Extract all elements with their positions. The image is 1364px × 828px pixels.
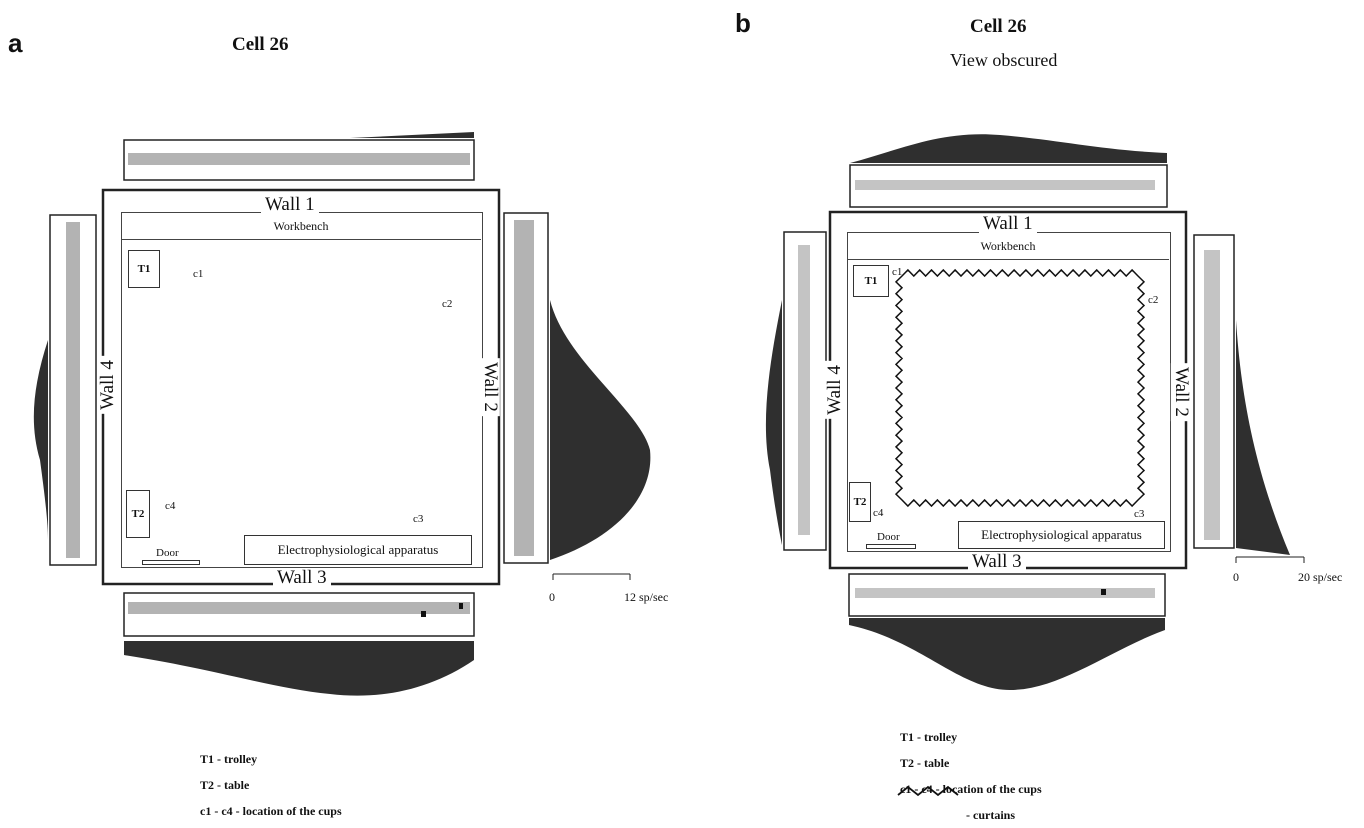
- panel-b-raster-wall2: [1193, 234, 1235, 549]
- panel-b-raster-marks-wall2: [1204, 250, 1220, 540]
- panel-b-room-floor: [847, 232, 1171, 552]
- panel-a-cup-c3: c3: [413, 513, 424, 525]
- legend-item: - curtains: [966, 808, 1015, 822]
- panel-a-letter: a: [8, 28, 23, 58]
- panel-b-density-wall4: [765, 300, 782, 545]
- panel-b-cup-c3: c3: [1134, 508, 1145, 520]
- panel-b-raster-wall3: [848, 573, 1166, 617]
- panel-b-table-t2: T2: [849, 482, 871, 522]
- panel-a-apparatus: Electrophysiological apparatus: [244, 535, 472, 565]
- panel-a-wall3-label: Wall 3: [273, 568, 331, 588]
- legend-item: c1 - c4 - location of the cups: [200, 804, 342, 818]
- panel-b-density-wall2: [1236, 320, 1290, 555]
- panel-a-legend: T1 - trolley T2 - table c1 - c4 - locati…: [200, 746, 342, 824]
- panel-b-wall3-label: Wall 3: [968, 552, 1026, 572]
- panel-b-cup-c2: c2: [1148, 294, 1159, 306]
- panel-a-scale-min: 0: [549, 590, 555, 604]
- legend-item: T1 - trolley: [200, 752, 258, 766]
- legend-curtain-symbol: [897, 785, 959, 797]
- panel-a-scale-max: 12 sp/sec: [624, 590, 669, 604]
- panel-b-workbench: Workbench: [847, 233, 1169, 260]
- panel-a-table-t2: T2: [126, 490, 150, 538]
- panel-b-apparatus: Electrophysiological apparatus: [958, 521, 1165, 549]
- legend-item: T2 - table: [200, 778, 250, 792]
- panel-b-raster-marks-wall4: [798, 245, 810, 535]
- panel-a-raster-marks-wall1: [128, 153, 470, 165]
- panel-b-letter: b: [735, 8, 751, 38]
- panel-b-trolley-t1: T1: [853, 265, 889, 297]
- panel-a-density-wall2: [550, 300, 651, 560]
- panel-b-wall2-label: Wall 2: [1170, 363, 1192, 421]
- panel-a-door-symbol: [142, 560, 200, 565]
- panel-b-wall4-label: Wall 4: [824, 361, 845, 419]
- panel-a-wall1-label: Wall 1: [261, 195, 319, 215]
- panel-a-raster-wall2: [503, 212, 549, 564]
- panel-a-raster-wall1: [123, 139, 475, 181]
- panel-b-cup-c1: c1: [892, 266, 903, 278]
- panel-a-density-wall1: [350, 132, 474, 138]
- panel-a-door: Door: [156, 547, 179, 559]
- panel-a-density-wall4: [33, 340, 48, 540]
- panel-b-door-symbol: [866, 544, 916, 549]
- legend-item: T1 - trolley: [900, 730, 958, 744]
- panel-b-title: Cell 26: [970, 16, 1027, 37]
- panel-b-cup-c4: c4: [873, 507, 884, 519]
- panel-b-raster-marks-wall3: [855, 588, 1155, 598]
- panel-b-legend: T1 - trolley T2 - table c1 - c4 - locati…: [900, 724, 1042, 828]
- panel-a-trolley-t1: T1: [128, 250, 160, 288]
- legend-item: T2 - table: [900, 756, 950, 770]
- panel-a-raster-spike: [421, 611, 426, 617]
- panel-b-wall1-label: Wall 1: [979, 214, 1037, 234]
- panel-b-raster-wall1: [849, 164, 1168, 208]
- panel-b-raster-marks-wall1: [855, 180, 1155, 190]
- panel-a-raster-marks-wall3: [128, 602, 470, 614]
- panel-b-density-wall1: [850, 134, 1167, 163]
- panel-b-scale-min: 0: [1233, 570, 1239, 584]
- panel-a-cup-c4: c4: [165, 500, 176, 512]
- panel-b-raster-spike: [1101, 589, 1106, 595]
- panel-a-density-wall3: [124, 641, 474, 696]
- panel-b-door: Door: [877, 531, 900, 543]
- panel-a-wall4-label: Wall 4: [97, 356, 118, 414]
- panel-b-curtains: [894, 268, 1146, 508]
- panel-a-wall2-label: Wall 2: [479, 358, 501, 416]
- panel-b-subtitle: View obscured: [950, 50, 1058, 70]
- panel-b-scale-max: 20 sp/sec: [1298, 570, 1343, 584]
- panel-a-raster-marks-wall2: [514, 220, 534, 556]
- panel-a-raster-wall4: [49, 214, 97, 566]
- panel-a-workbench: Workbench: [121, 213, 481, 240]
- panel-a-cup-c1: c1: [193, 268, 204, 280]
- panel-a-cup-c2: c2: [442, 298, 453, 310]
- panel-a-raster-wall3: [123, 592, 475, 637]
- legend-item: c1 - c4 - location of the cups: [900, 782, 1042, 796]
- panel-b-density-wall3: [849, 618, 1165, 690]
- panel-a-room-floor: [121, 212, 483, 568]
- panel-a-raster-spike: [459, 603, 463, 609]
- panel-a-title: Cell 26: [232, 34, 289, 55]
- panel-a-raster-marks-wall4: [66, 222, 80, 558]
